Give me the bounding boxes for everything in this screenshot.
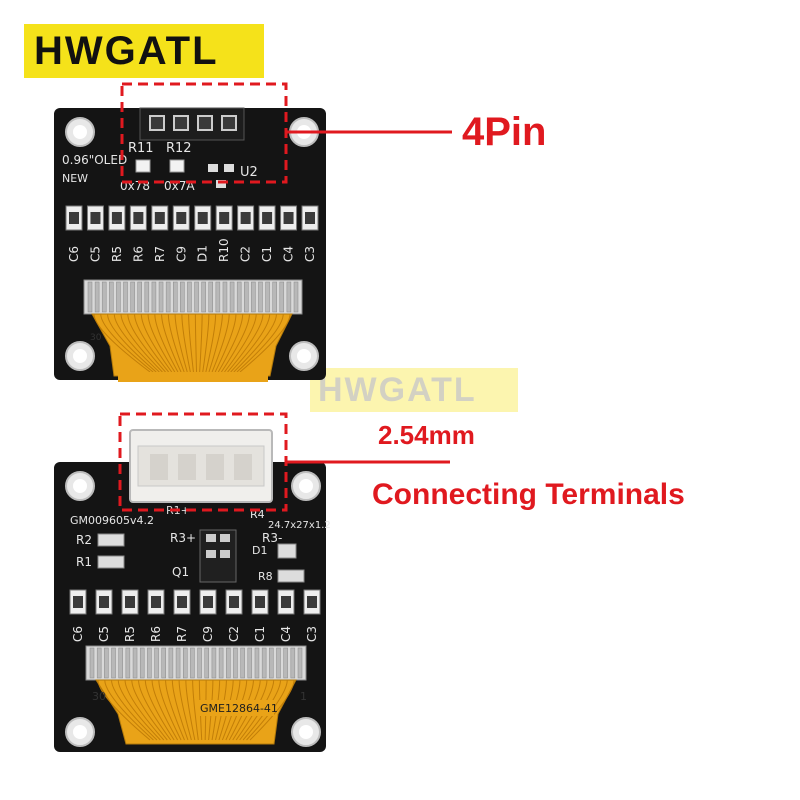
board-front-r12: R12: [166, 141, 192, 156]
back-component-label: C5: [97, 626, 111, 642]
board-back-flex-label: GME12864-41: [200, 702, 278, 715]
board-back-pin-30: 30: [92, 690, 106, 703]
board-front-model: 0.96"OLED: [62, 153, 127, 167]
callout-label-4pin: 4Pin: [462, 110, 547, 154]
front-component-label: C5: [88, 246, 102, 262]
callout-label-pitch: 2.54mm: [378, 420, 475, 450]
brand-logo-text: HWGATL: [34, 29, 219, 73]
board-back-q1: Q1: [172, 565, 189, 579]
board-back-model: GM009605v4.2: [70, 514, 154, 527]
board-front-mounting-holes: [65, 117, 319, 371]
board-back: R1+ GM009605v4.2 24.7x27x1.2 R4 R2 R1 R3…: [54, 429, 331, 752]
back-component-label: C9: [201, 626, 215, 642]
brand-logo: HWGATL: [24, 24, 264, 78]
back-component-label: C3: [305, 626, 319, 642]
board-front-flex-tail: [118, 372, 268, 382]
board-back-r8: R8: [258, 570, 273, 583]
board-front-u2: U2: [240, 165, 258, 180]
front-component-label: R6: [131, 246, 145, 262]
board-back-r3-minus: R3-: [262, 531, 282, 545]
back-component-label: C4: [279, 626, 293, 642]
board-front-header-pins: [139, 107, 245, 141]
back-component-label: C6: [71, 626, 85, 642]
board-back-terminal-connector: [129, 429, 273, 503]
back-component-label: C1: [253, 626, 267, 642]
board-back-mounting-holes: [65, 471, 321, 747]
board-front-components: C6 C5 R5 R6 R7 C9 D1 R10 C2 C1 C4 C3: [65, 205, 319, 262]
front-component-label: C2: [239, 246, 253, 262]
front-component-label: D1: [196, 245, 210, 262]
back-component-label: R7: [175, 626, 189, 642]
back-component-label: R6: [149, 626, 163, 642]
board-back-size: 24.7x27x1.2: [268, 520, 331, 531]
watermark-text: HWGATL: [318, 370, 477, 409]
board-back-r3-plus: R3+: [170, 531, 196, 545]
front-component-label: C6: [67, 246, 81, 262]
board-front-flex-connector: 30: [83, 279, 303, 377]
board-front-tag: NEW: [62, 172, 88, 185]
board-back-r1: R1: [76, 555, 92, 569]
front-component-label: C3: [303, 246, 317, 262]
board-back-transistor: [199, 529, 237, 583]
back-component-label: C2: [227, 626, 241, 642]
board-back-flex-connector: 30 1 GME12864-41: [85, 645, 307, 745]
svg-text:30: 30: [90, 333, 102, 343]
board-back-d1: D1: [252, 544, 267, 557]
board-front-r11: R11: [128, 141, 154, 156]
back-component-label: R5: [123, 626, 137, 642]
front-component-label: C4: [282, 246, 296, 262]
front-component-label: C1: [260, 246, 274, 262]
callout-label-terminal: Connecting Terminals: [372, 478, 685, 511]
board-back-components: C6 C5 R5 R6 R7 C9 C2 C1 C4 C3: [69, 589, 321, 642]
board-back-pin-1: 1: [300, 690, 307, 703]
front-component-label: C9: [174, 246, 188, 262]
front-component-label: R5: [110, 246, 124, 262]
front-component-label: R7: [153, 246, 167, 262]
board-back-r2: R2: [76, 533, 92, 547]
watermark: HWGATL: [310, 368, 518, 412]
front-component-label: R10: [217, 238, 231, 262]
